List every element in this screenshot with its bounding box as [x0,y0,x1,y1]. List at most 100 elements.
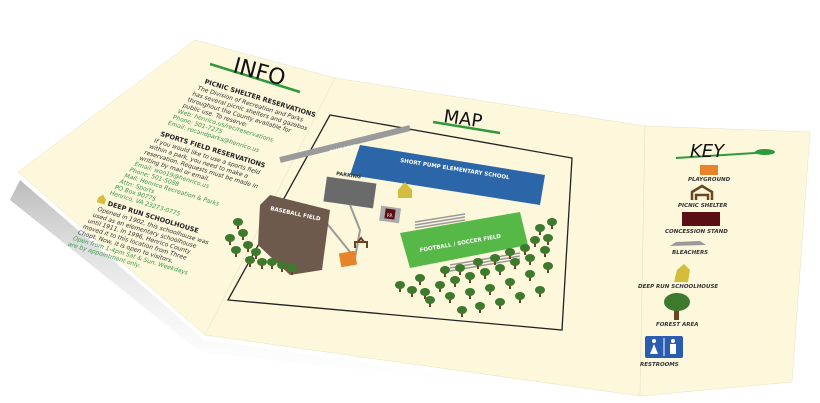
playground-icon [700,165,718,175]
tree-icon [287,264,297,272]
tree-trunk [551,224,553,229]
baseball-field[interactable] [258,195,330,275]
road [279,125,411,163]
title-underline [209,62,301,94]
football-soccer-field[interactable] [400,212,528,268]
tree-trunk [479,308,481,313]
tree-icon [425,296,435,304]
tree-icon [277,261,287,269]
tree-trunk [449,298,451,303]
title-underline [432,120,501,135]
key-label: DEEP RUN SCHOOLHOUSE [638,284,718,290]
tree-icon [480,268,490,276]
tree-icon [251,248,261,256]
playground-icon[interactable] [338,250,358,268]
tree-trunk [519,298,521,303]
tree-trunk [235,252,237,257]
tree-trunk [242,235,244,240]
tree-icon [495,264,505,272]
tree-trunk [509,284,511,289]
tree-icon [450,276,460,284]
tree-icon [420,288,430,296]
tree-icon [525,270,535,278]
tree-trunk [469,294,471,299]
tree-icon [505,248,515,256]
school-building[interactable] [350,145,545,205]
tree-trunk [459,270,461,275]
restroom-label: RR [387,213,393,218]
tree-icon [245,256,255,264]
picnic-shelter-icon[interactable] [354,236,368,248]
tree-icon [440,266,450,274]
schoolhouse-icon[interactable] [398,182,412,198]
concession-stand-icon [682,212,720,226]
forest-area [225,218,557,317]
tree-icon [525,254,535,262]
male-icon [671,339,675,343]
tree-trunk [544,252,546,257]
tree-icon [465,272,475,280]
tree-trunk [247,247,249,252]
tree-trunk [439,287,441,292]
tree-trunk [529,260,531,265]
tree-trunk [444,272,446,277]
tree-icon [267,258,277,266]
tree-icon [465,288,475,296]
tree-trunk [249,262,251,267]
tree-trunk [419,280,421,285]
map-section: MAP PUMP ROAD SHORT PUMP ELEMENTARY SCHO… [225,106,573,331]
tree-icon [455,264,465,272]
schoolhouse-icon [96,194,106,205]
tree-icon [257,258,267,266]
tree-trunk [461,312,463,317]
tree-icon [473,258,483,266]
key-section: KEY PLAYGROUND PICNIC SHELTER CONCESSION… [638,141,775,368]
tree-trunk [514,264,516,269]
tree-trunk [261,264,263,269]
road-label: PUMP ROAD [329,143,357,154]
concession-stand-icon[interactable] [384,208,396,220]
tree-icon [515,292,525,300]
tree-icon [225,234,235,242]
key-label: PICNIC SHELTER [678,203,727,209]
tree-icon [475,302,485,310]
tree-trunk [539,292,541,297]
tree-icon [535,286,545,294]
tree-icon [395,281,405,289]
female-icon [652,339,656,343]
tree-trunk [454,282,456,287]
tree-icon [485,284,495,292]
tree-trunk [539,230,541,235]
male-body [670,344,676,354]
tree-icon [490,254,500,262]
tree-trunk [524,250,526,255]
tree-trunk [281,267,283,272]
tree-icon [530,236,540,244]
tree-icon [495,298,505,306]
tree-icon [543,262,553,270]
tree-icon [233,218,243,226]
tree-trunk [529,276,531,281]
tree-trunk [674,306,679,320]
tree-icon [435,281,445,289]
tree-icon [547,218,557,226]
parking-lot[interactable] [323,176,377,209]
tree-icon [445,292,455,300]
title-underline [675,151,771,159]
tree-icon [243,241,253,249]
tree-icon [457,306,467,314]
schoolhouse-icon [674,264,690,282]
tree-icon [664,293,690,311]
shadow [10,180,640,403]
tree-trunk [547,240,549,245]
tree-trunk [424,294,426,299]
tree-icon [231,246,241,254]
tree-icon [407,286,417,294]
tree-icon [505,278,515,286]
key-label: PLAYGROUND [688,177,731,183]
tree-trunk [484,274,486,279]
tree-icon [535,224,545,232]
tree-trunk [509,254,511,259]
key-title: KEY [690,141,726,162]
